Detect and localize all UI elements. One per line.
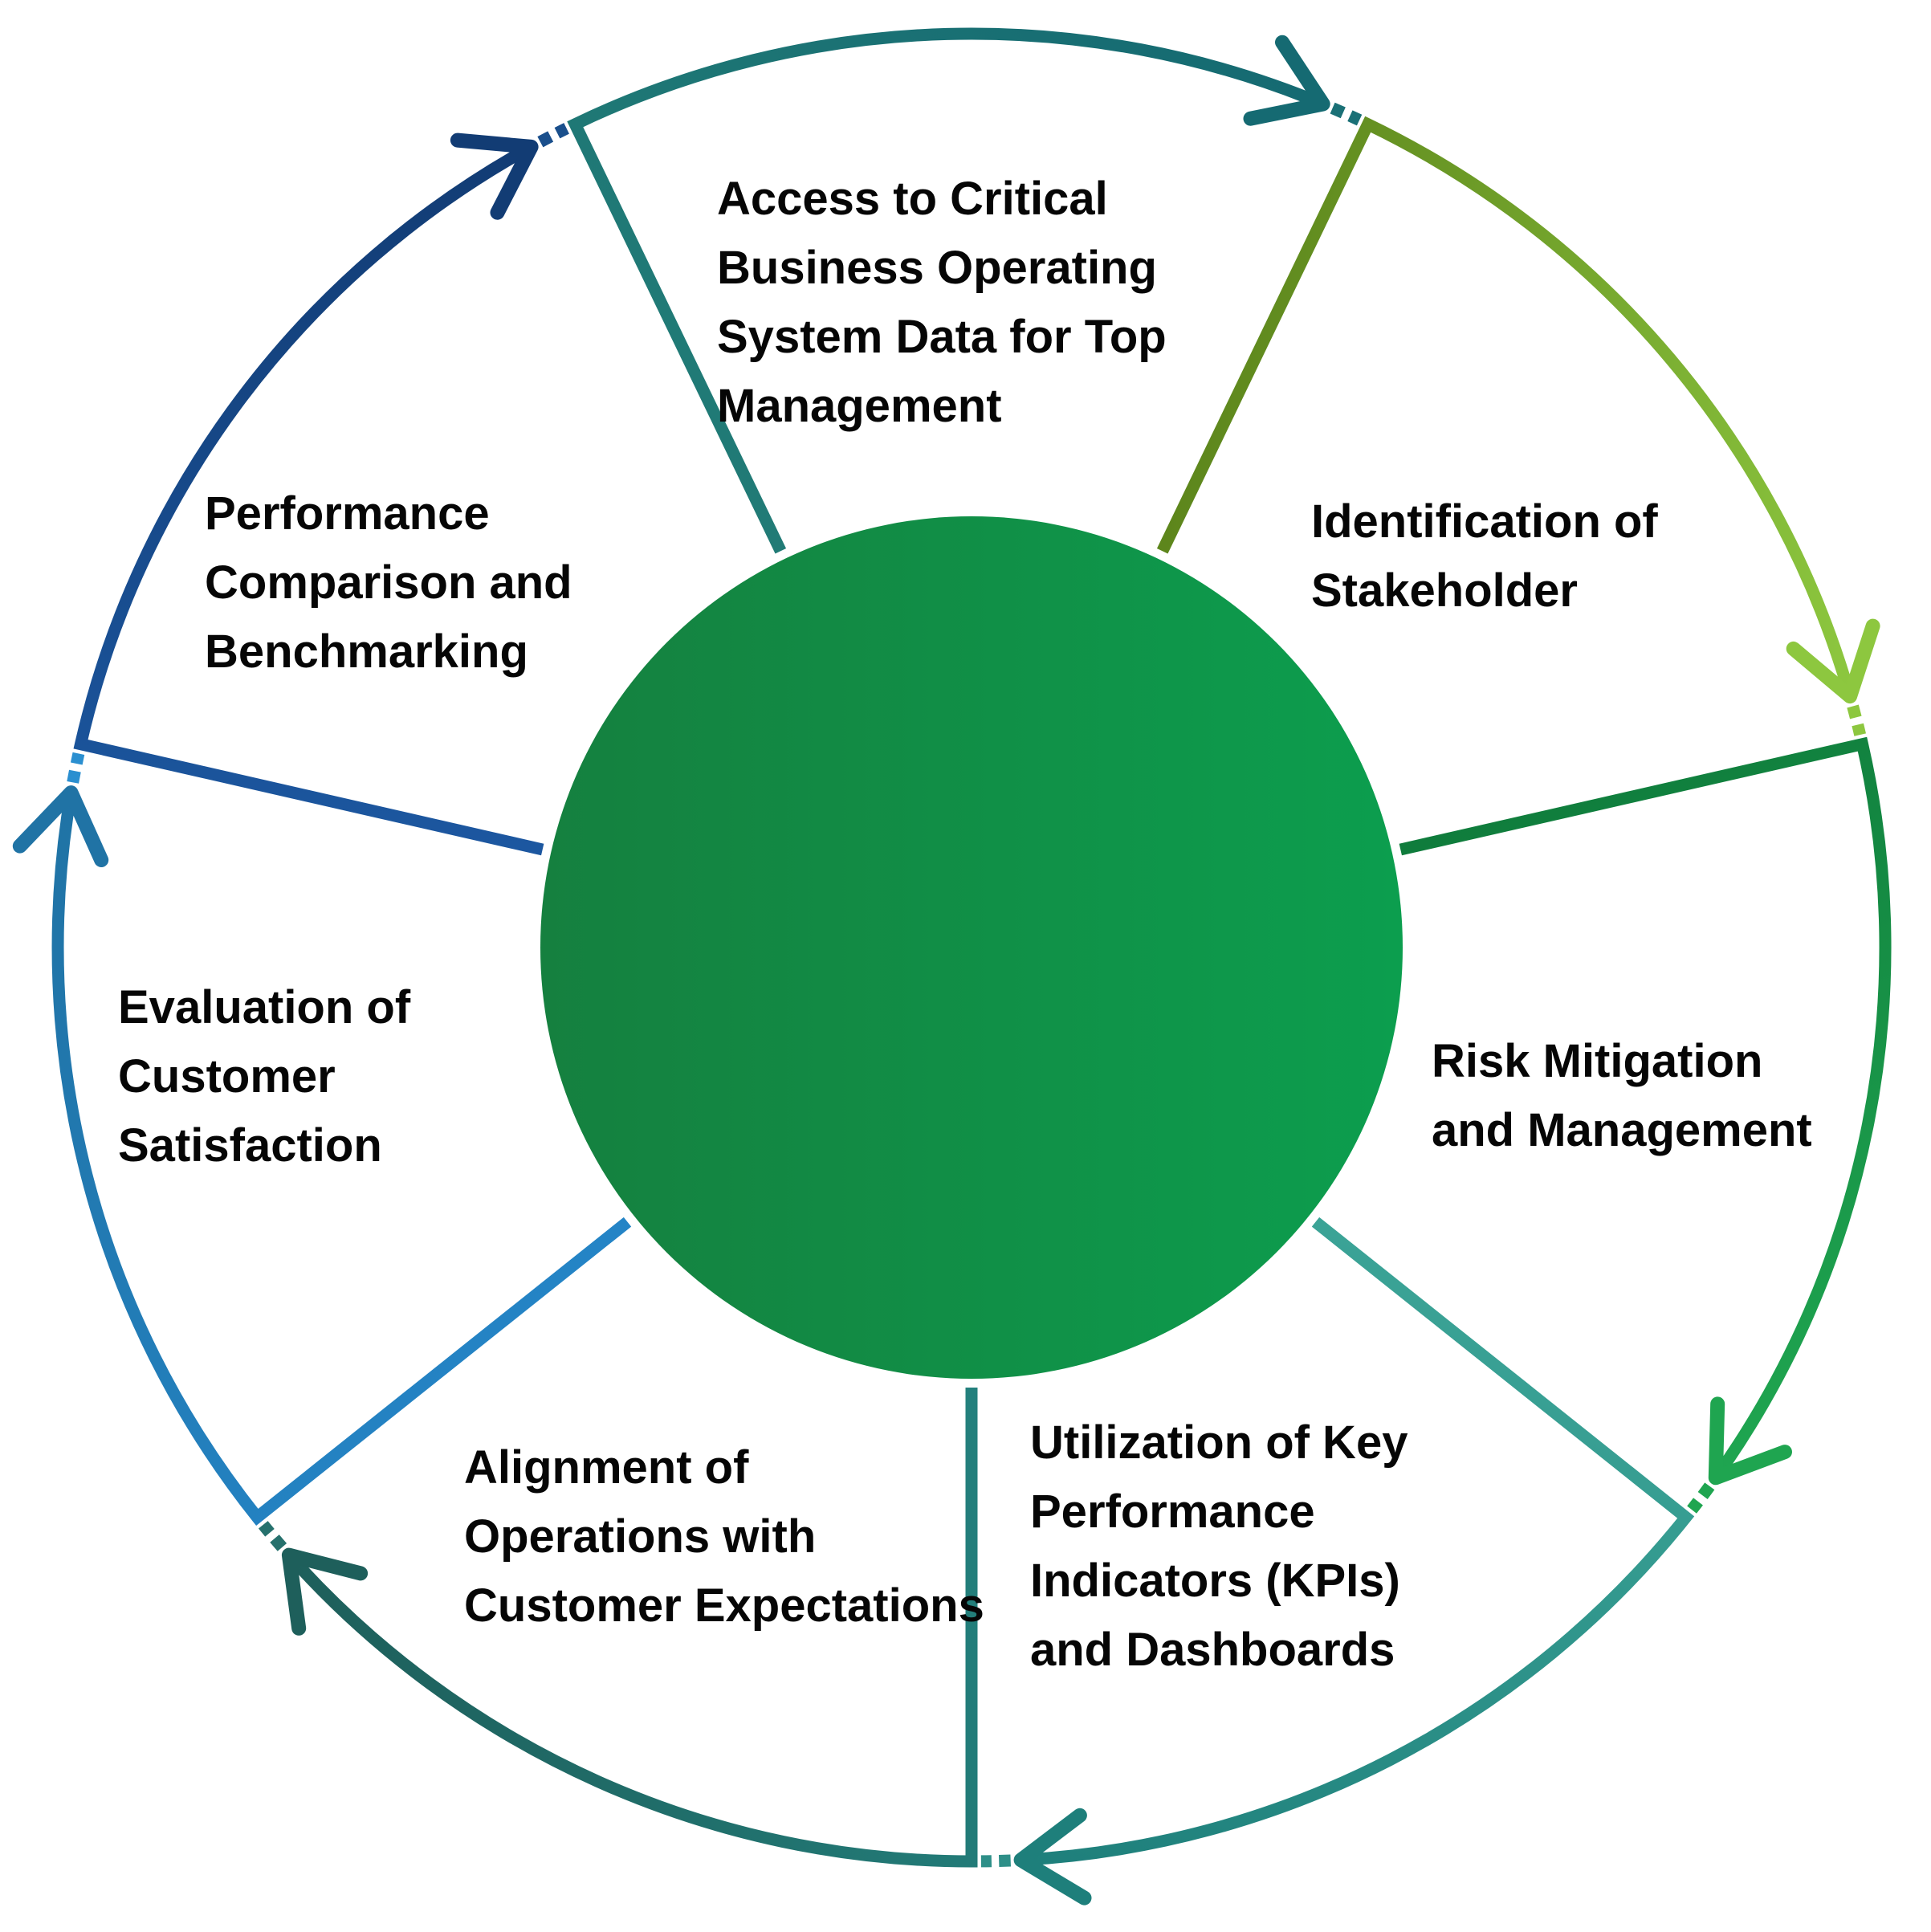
segment-label-access: Access to Critical Business Operating Sy… (717, 173, 1167, 432)
segment-arc-evaluation (51, 791, 632, 1526)
segment-arc-utilization (1020, 1217, 1695, 1866)
arrowhead-icon-performance (450, 132, 539, 220)
arrowhead-icon-evaluation (12, 785, 109, 867)
dash-risk-1 (1687, 1498, 1703, 1514)
dash-evaluation-0 (67, 769, 81, 784)
segment-arc-risk (1399, 736, 1892, 1482)
dash-identification-0 (1847, 704, 1862, 719)
segment-label-risk: Risk Mitigation and Management (1432, 1035, 1812, 1156)
arrowhead-icon-utilization (1013, 1808, 1092, 1906)
dash-access-1 (1347, 110, 1363, 126)
segment-label-identification: Identification of Stakeholder (1311, 495, 1658, 617)
arrowhead-icon-alignment (281, 1547, 369, 1636)
segment-arc-identification (1156, 116, 1856, 699)
segment-label-alignment: Alignment of Operations with Customer Ex… (464, 1441, 984, 1632)
arrowhead-icon-identification (1786, 618, 1880, 704)
dash-access-0 (1330, 102, 1346, 119)
segment-arc-alignment (284, 1388, 978, 1868)
segment-label-utilization: Utilization of Key Performance Indicator… (1030, 1416, 1408, 1676)
segment-label-performance: Performance Comparison and Benchmarking (205, 487, 572, 678)
dash-evaluation-1 (70, 752, 85, 765)
segment-arc-access (567, 27, 1326, 554)
dash-risk-0 (1697, 1482, 1715, 1499)
arrowhead-icon-risk (1708, 1396, 1792, 1486)
dash-identification-1 (1852, 723, 1867, 736)
arrowhead-icon-access (1243, 35, 1330, 126)
segment-arc-performance (73, 141, 544, 856)
dash-performance-0 (537, 131, 554, 148)
center-circle (540, 516, 1403, 1379)
segment-label-evaluation: Evaluation of Customer Satisfaction (118, 981, 411, 1172)
dash-performance-1 (554, 123, 569, 139)
dash-alignment-0 (270, 1535, 287, 1551)
dash-alignment-1 (258, 1521, 275, 1537)
